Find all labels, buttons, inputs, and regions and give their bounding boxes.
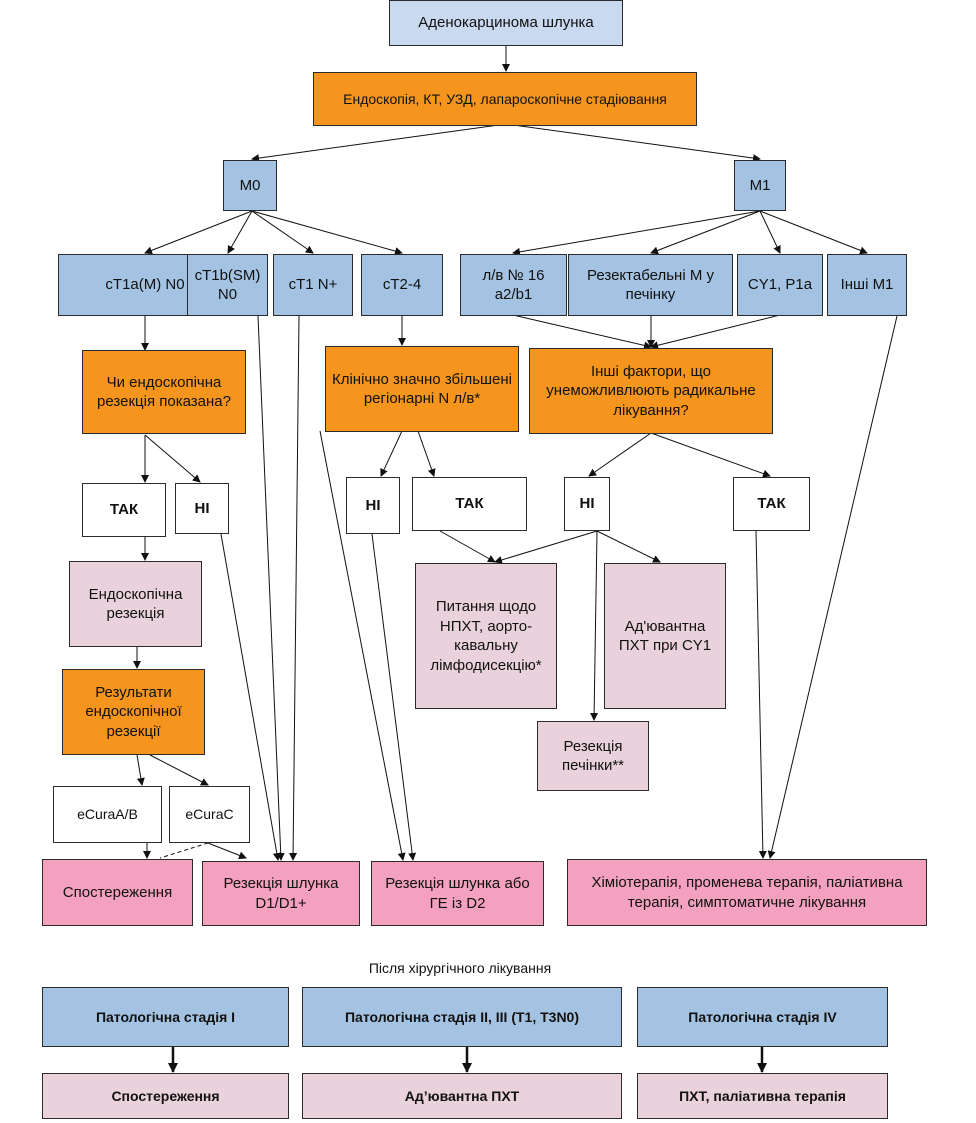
node-m0: M0	[223, 160, 277, 211]
node-endoscopic-resection: Ендоскопічна резекція	[69, 561, 202, 647]
node-resectable-liver-m: Резектабельні М у печінку	[568, 254, 733, 316]
node-no-regional: НІ	[346, 477, 400, 534]
node-stage-2-3: Патологічна стадія II, III (T1, T3N0)	[302, 987, 622, 1047]
node-no-endoscopy: НІ	[175, 483, 229, 534]
post-surgery-caption: Після хірургічного лікування	[368, 960, 552, 976]
node-observation: Спостереження	[42, 859, 193, 926]
node-other-m1: Інші М1	[827, 254, 907, 316]
node-no-other-factors: НІ	[564, 477, 610, 531]
node-result-palliative: ПХТ, паліативна терапія	[637, 1073, 888, 1119]
node-yes-other-factors: ТАК	[733, 477, 810, 531]
node-ct2-4: cT2-4	[361, 254, 443, 316]
node-ct1b-n0: cT1b(SM) N0	[187, 254, 268, 316]
node-ecura-c: eCuraC	[169, 786, 250, 843]
node-adjuvant-cy1: Ад'ювантна ПХТ при CY1	[604, 563, 726, 709]
node-yes-endoscopy: ТАК	[82, 483, 166, 537]
node-regional-nodes-question: Клінічно значно збільшені регіонарні N л…	[325, 346, 519, 432]
node-other-factors-question: Інші фактори, що унеможливлюють радикаль…	[529, 348, 773, 434]
node-result-observation: Спостереження	[42, 1073, 289, 1119]
node-ct1-n-plus: cT1 N+	[273, 254, 353, 316]
node-result-adjuvant: Ад’ювантна ПХТ	[302, 1073, 622, 1119]
node-stage-4: Патологічна стадія IV	[637, 987, 888, 1047]
node-endoscopic-results: Результати ендоскопічної резекції	[62, 669, 205, 755]
node-neoadjuvant-question: Питання щодо НПХТ, аорто-кавальну лімфод…	[415, 563, 557, 709]
node-stage-1: Патологічна стадія I	[42, 987, 289, 1047]
node-lymph-16: л/в № 16 a2/b1	[460, 254, 567, 316]
node-cy1-p1a: CY1, P1a	[737, 254, 823, 316]
node-ecura-ab: eCuraA/B	[53, 786, 162, 843]
node-liver-resection: Резекція печінки**	[537, 721, 649, 791]
node-chemotherapy: Хіміотерапія, променева терапія, паліати…	[567, 859, 927, 926]
node-staging: Ендоскопія, КТ, УЗД, лапароскопічне стад…	[313, 72, 697, 126]
node-endoscopic-question: Чи ендоскопічна резекція показана?	[82, 350, 246, 434]
node-yes-regional: ТАК	[412, 477, 527, 531]
node-gastric-adenocarcinoma: Аденокарцинома шлунка	[389, 0, 623, 46]
node-resection-d2: Резекція шлунка або ГЕ із D2	[371, 861, 544, 926]
node-resection-d1: Резекція шлунка D1/D1+	[202, 861, 360, 926]
node-m1: M1	[734, 160, 786, 211]
